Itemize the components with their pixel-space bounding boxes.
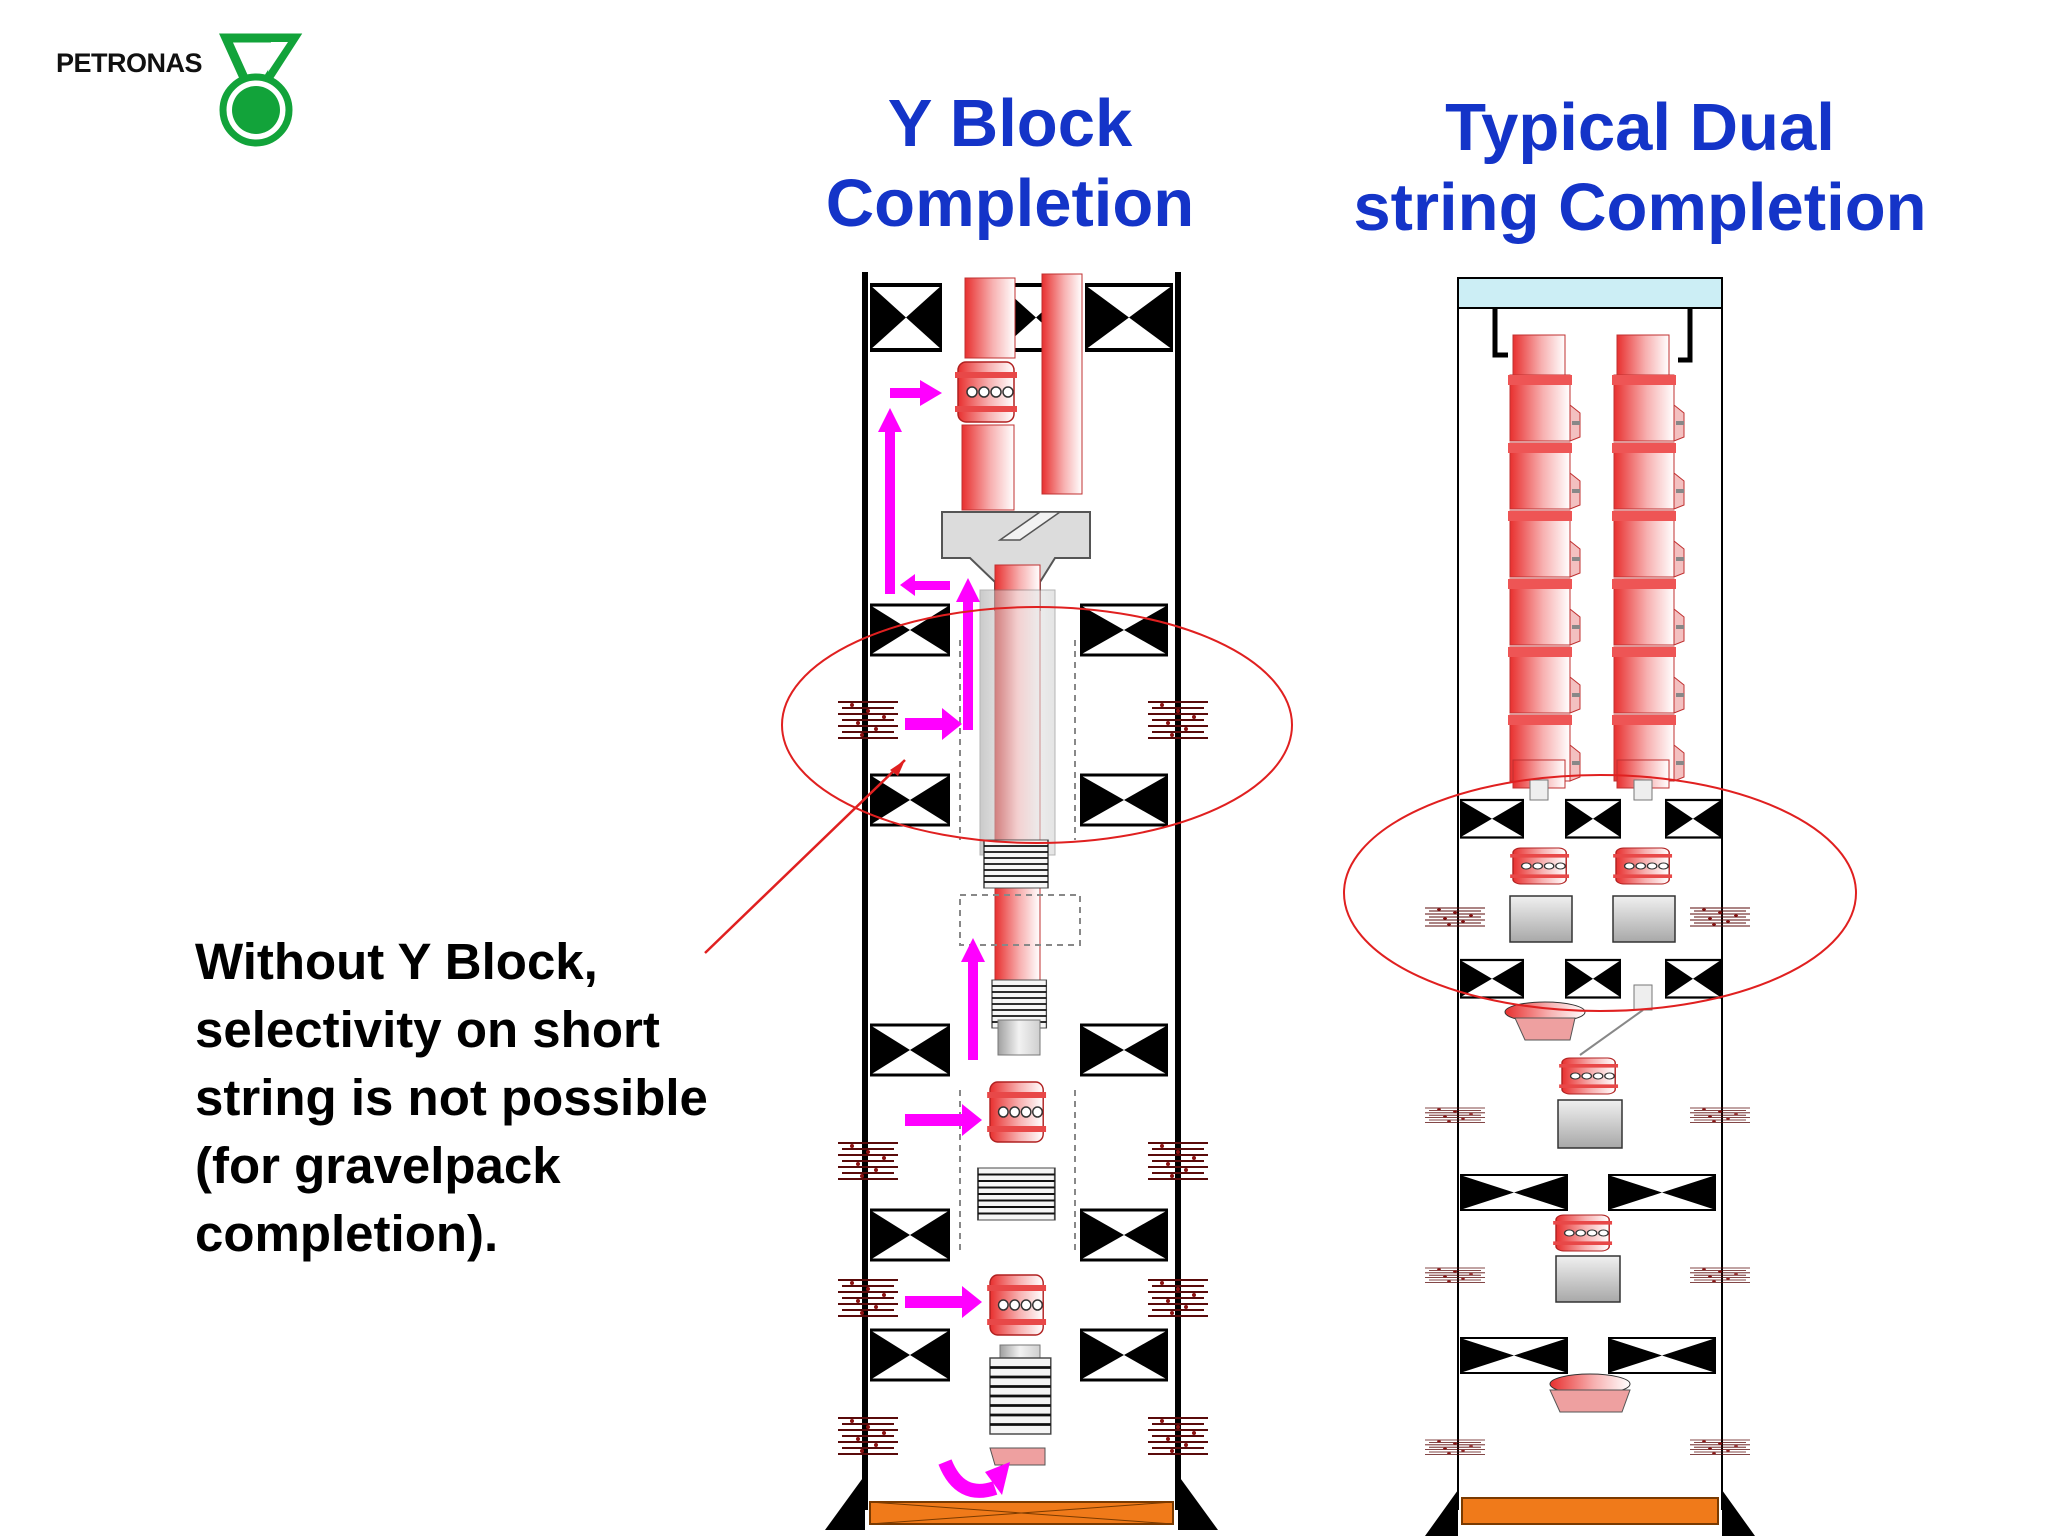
right-title-line-1: Typical Dual <box>1445 90 1835 165</box>
note-line-4: (for gravelpack <box>195 1137 561 1194</box>
highlight-ellipse <box>1343 774 1857 1012</box>
sump <box>1461 1497 1719 1525</box>
highlight-ellipse <box>781 606 1293 844</box>
note-line-2: selectivity on short <box>195 1001 660 1058</box>
petronas-logo-icon <box>219 33 303 147</box>
right-title-line-2: string Completion <box>1353 170 1927 245</box>
brand-name: PETRONAS <box>56 48 203 78</box>
wellhead <box>1457 277 1723 309</box>
left-title: Y Block Completion <box>800 84 1220 244</box>
brand-logo: PETRONAS <box>56 30 306 150</box>
y-block-well <box>704 272 1293 1530</box>
left-title-line-1: Y Block <box>887 86 1133 161</box>
note-line-5: completion). <box>195 1205 499 1262</box>
right-title: Typical Dual string Completion <box>1330 88 1950 248</box>
annotation-text: Without Y Block, selectivity on short st… <box>195 928 815 1268</box>
note-line-3: string is not possible <box>195 1069 708 1126</box>
note-line-1: Without Y Block, <box>195 933 598 990</box>
left-title-line-2: Completion <box>825 166 1195 241</box>
dual-string-well <box>1343 277 1857 1536</box>
flow-arrow-icon <box>878 380 1010 1498</box>
